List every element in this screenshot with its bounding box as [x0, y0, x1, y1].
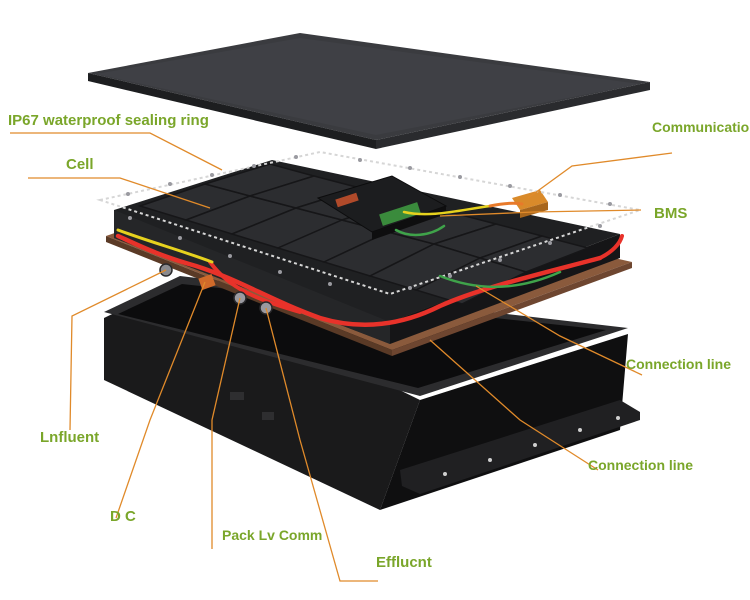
leader-cell — [28, 177, 211, 209]
leader-connection-line-1 — [475, 285, 643, 376]
sealing-ring — [96, 150, 641, 296]
label-pack-lv-comm: Pack Lv Comm — [222, 527, 322, 543]
leader-lines — [10, 132, 673, 582]
leader-influent — [69, 269, 167, 431]
leader-dc — [115, 281, 206, 519]
top-lid — [88, 33, 650, 149]
label-effluent: Efflucnt — [376, 554, 432, 571]
label-connection-line-1: Connection line — [626, 356, 731, 372]
leader-effluent — [265, 307, 378, 582]
label-cell: Cell — [66, 156, 94, 173]
label-connection-line-2: Connection line — [588, 457, 693, 473]
leader-pack-lv-comm — [211, 297, 241, 549]
leader-connection-line-2 — [429, 339, 599, 471]
label-bms: BMS — [654, 205, 687, 222]
leader-communication — [527, 152, 673, 199]
cables — [115, 201, 624, 327]
sealing-ring-bolts — [126, 155, 612, 290]
label-sealing-ring: IP67 waterproof sealing ring — [8, 112, 209, 129]
leader-bms — [439, 209, 642, 217]
label-dc: D C — [110, 508, 136, 525]
label-influent: Lnfluent — [40, 429, 99, 446]
leader-sealing-ring — [10, 132, 223, 171]
label-communication: Communication — [652, 119, 750, 135]
